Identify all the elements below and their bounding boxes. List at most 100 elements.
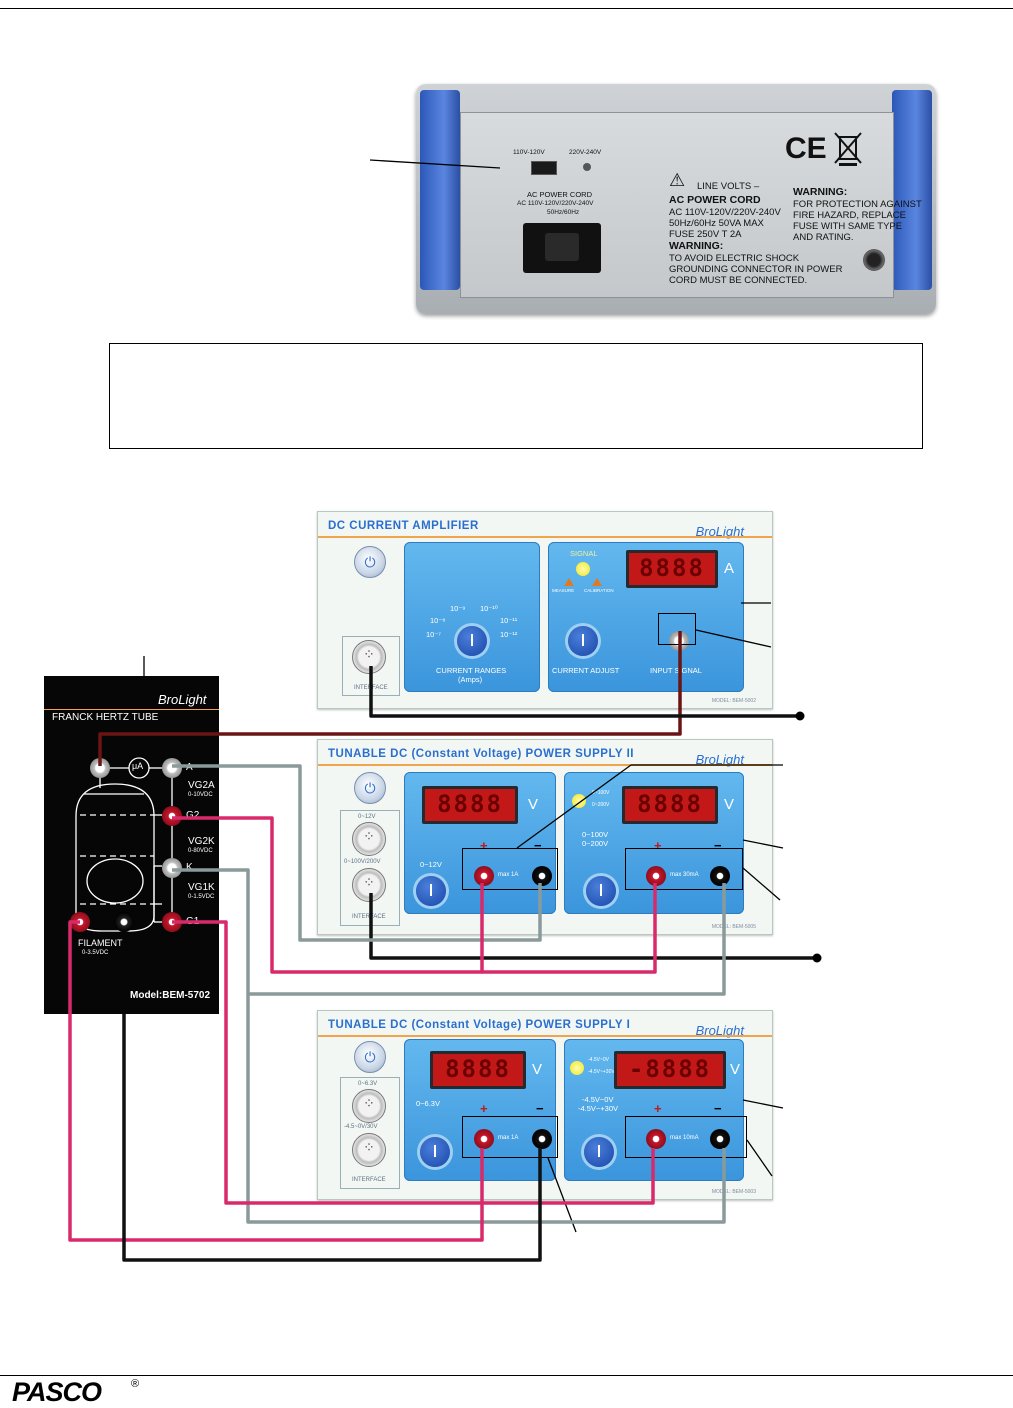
range-label-5: 10⁻¹²	[500, 630, 518, 639]
supply1-right-minus: −	[714, 1101, 722, 1116]
supply1-stripe	[318, 1035, 772, 1037]
tube-k-jack[interactable]	[162, 858, 182, 878]
tube-g2-jack[interactable]	[162, 806, 182, 826]
supply2-led	[572, 794, 586, 808]
supply2-right-plus: +	[654, 838, 662, 853]
warning-2-line-1: TO AVOID ELECTRIC SHOCK	[669, 253, 800, 264]
calibration-indicator	[592, 578, 602, 586]
rear-power-cord-spec: AC 110V-120V/220V-240V	[517, 200, 594, 207]
vg1k-label: VG1K	[188, 882, 215, 893]
supply1-right-range-2: -4.5V~+30V	[578, 1104, 619, 1113]
tube-brand: BroLight	[158, 692, 207, 707]
caution-icon: ⚠	[669, 170, 686, 190]
tube-a-jack[interactable]	[162, 758, 182, 778]
supply1-right-knob[interactable]	[584, 1137, 614, 1167]
ac-power-cord-heading: AC POWER CORD	[669, 194, 761, 206]
supply2-right-plus-jack[interactable]	[646, 866, 666, 886]
range-label-2: 10⁻⁹	[450, 604, 466, 613]
registered-mark: ®	[131, 1378, 140, 1390]
supply1-right-terminals-highlight	[625, 1116, 747, 1158]
supply2-left-minus-jack[interactable]	[532, 866, 552, 886]
selector-indicator	[583, 163, 591, 171]
supply1-power-button[interactable]: ⏻	[354, 1041, 386, 1073]
supply1-right-display: -8888	[614, 1051, 726, 1089]
supply2-right-display: 8888	[622, 786, 718, 824]
supply2-left-range: 0~12V	[420, 860, 442, 869]
measure-indicator	[564, 578, 574, 586]
amplifier-interface-connector[interactable]	[352, 640, 386, 674]
supply2-left-block: 8888 V 0~12V + − max 1A	[404, 772, 556, 914]
supply1-left-range: 0~6.3V	[416, 1099, 440, 1108]
line-volts-spec-3: FUSE 250V T 2A	[669, 229, 742, 240]
supply2-power-button[interactable]: ⏻	[354, 772, 386, 804]
supply1-right-unit: V	[730, 1061, 741, 1078]
supply1-interface-connector-2[interactable]	[352, 1133, 386, 1167]
power-supply-i-panel: TUNABLE DC (Constant Voltage) POWER SUPP…	[317, 1010, 773, 1200]
calibration-label: CALIBRATION	[584, 588, 614, 593]
supply2-switch-1: 0~100V	[592, 790, 610, 796]
warning-2-line-3: CORD MUST BE CONNECTED.	[669, 275, 808, 286]
filament-range: 0-3.5VDC	[82, 950, 109, 956]
note-box	[109, 343, 923, 449]
supply2-right-range-2: 0~200V	[582, 839, 609, 848]
current-adjust-knob[interactable]	[568, 626, 598, 656]
supply1-left-knob[interactable]	[420, 1137, 450, 1167]
supply2-right-range-1: 0~100V	[582, 830, 609, 839]
supply1-left-minus-jack[interactable]	[532, 1129, 552, 1149]
current-ranges-knob[interactable]	[457, 626, 487, 656]
filament-minus-jack[interactable]	[114, 912, 134, 932]
warning-1-line-1: FOR PROTECTION AGAINST	[793, 199, 922, 210]
power-supply-ii-panel: TUNABLE DC (Constant Voltage) POWER SUPP…	[317, 739, 773, 935]
amplifier-display-unit: A	[724, 560, 735, 577]
supply2-interface-connector-1[interactable]	[352, 822, 386, 856]
supply1-left-plus: +	[480, 1101, 488, 1116]
amplifier-output-terminal	[795, 711, 805, 721]
vg2a-label: VG2A	[188, 780, 215, 791]
tube-brand-underline	[44, 709, 219, 710]
amplifier-power-button[interactable]: ⏻	[354, 546, 386, 578]
supply1-interface-top-label: 0~6.3V	[358, 1081, 378, 1087]
signal-led	[576, 562, 590, 576]
voltage-selector-switch[interactable]	[531, 161, 557, 175]
header-rule	[0, 8, 1013, 9]
supply2-stripe	[318, 764, 772, 766]
input-signal-highlight	[658, 613, 696, 645]
supply1-right-plus-jack[interactable]	[646, 1129, 666, 1149]
supply1-left-display: 8888	[430, 1051, 526, 1089]
line-volts-label: LINE VOLTS –	[697, 181, 760, 192]
range-label-3: 10⁻¹⁰	[480, 604, 498, 613]
vg1k-range: 0-1.5VDC	[188, 894, 215, 900]
ce-mark: CE	[785, 132, 827, 165]
supply2-interface-label: INTERFACE	[352, 914, 386, 920]
microamp-label: μA	[132, 761, 144, 771]
amplifier-brand: BroLight	[695, 524, 744, 539]
supply2-left-knob[interactable]	[416, 876, 446, 906]
supply1-left-plus-jack[interactable]	[474, 1129, 494, 1149]
supply2-right-minus-jack[interactable]	[710, 866, 730, 886]
power-inlet-socket[interactable]	[523, 223, 601, 273]
ground-terminal[interactable]	[863, 249, 885, 271]
supply2-switch-2: 0~200V	[592, 802, 610, 808]
supply1-left-max: max 1A	[498, 1135, 519, 1141]
warning-1-line-2: FIRE HAZARD, REPLACE	[793, 210, 906, 221]
switch-label-right: 220V-240V	[569, 149, 602, 156]
supply1-interface-connector-1[interactable]	[352, 1089, 386, 1123]
supply1-interface-label: INTERFACE	[352, 1177, 386, 1183]
range-label-1: 10⁻⁸	[430, 616, 446, 625]
rear-right-bracket	[892, 90, 932, 290]
tube-anode-collector-jack[interactable]	[90, 758, 110, 778]
filament-label: FILAMENT	[78, 938, 123, 948]
current-ranges-block: 10⁻⁷ 10⁻⁸ 10⁻⁹ 10⁻¹⁰ 10⁻¹¹ 10⁻¹² CURRENT…	[404, 542, 540, 692]
range-label-0: 10⁻⁷	[426, 630, 442, 639]
rear-power-cord-freq: 50Hz/60Hz	[547, 209, 580, 216]
warning-1-line-4: AND RATING.	[793, 232, 854, 243]
supply2-right-knob[interactable]	[586, 876, 616, 906]
tube-k-label: K	[186, 862, 193, 873]
supply1-right-plus: +	[654, 1101, 662, 1116]
supply2-left-plus-jack[interactable]	[474, 866, 494, 886]
supply2-interface-connector-2[interactable]	[352, 868, 386, 902]
signal-block: SIGNAL MEASURE CALIBRATION 8888 A CURREN…	[548, 542, 744, 692]
supply1-right-minus-jack[interactable]	[710, 1129, 730, 1149]
supply1-switch-1: -4.5V~0V	[588, 1057, 609, 1063]
supply2-left-max: max 1A	[498, 872, 519, 878]
